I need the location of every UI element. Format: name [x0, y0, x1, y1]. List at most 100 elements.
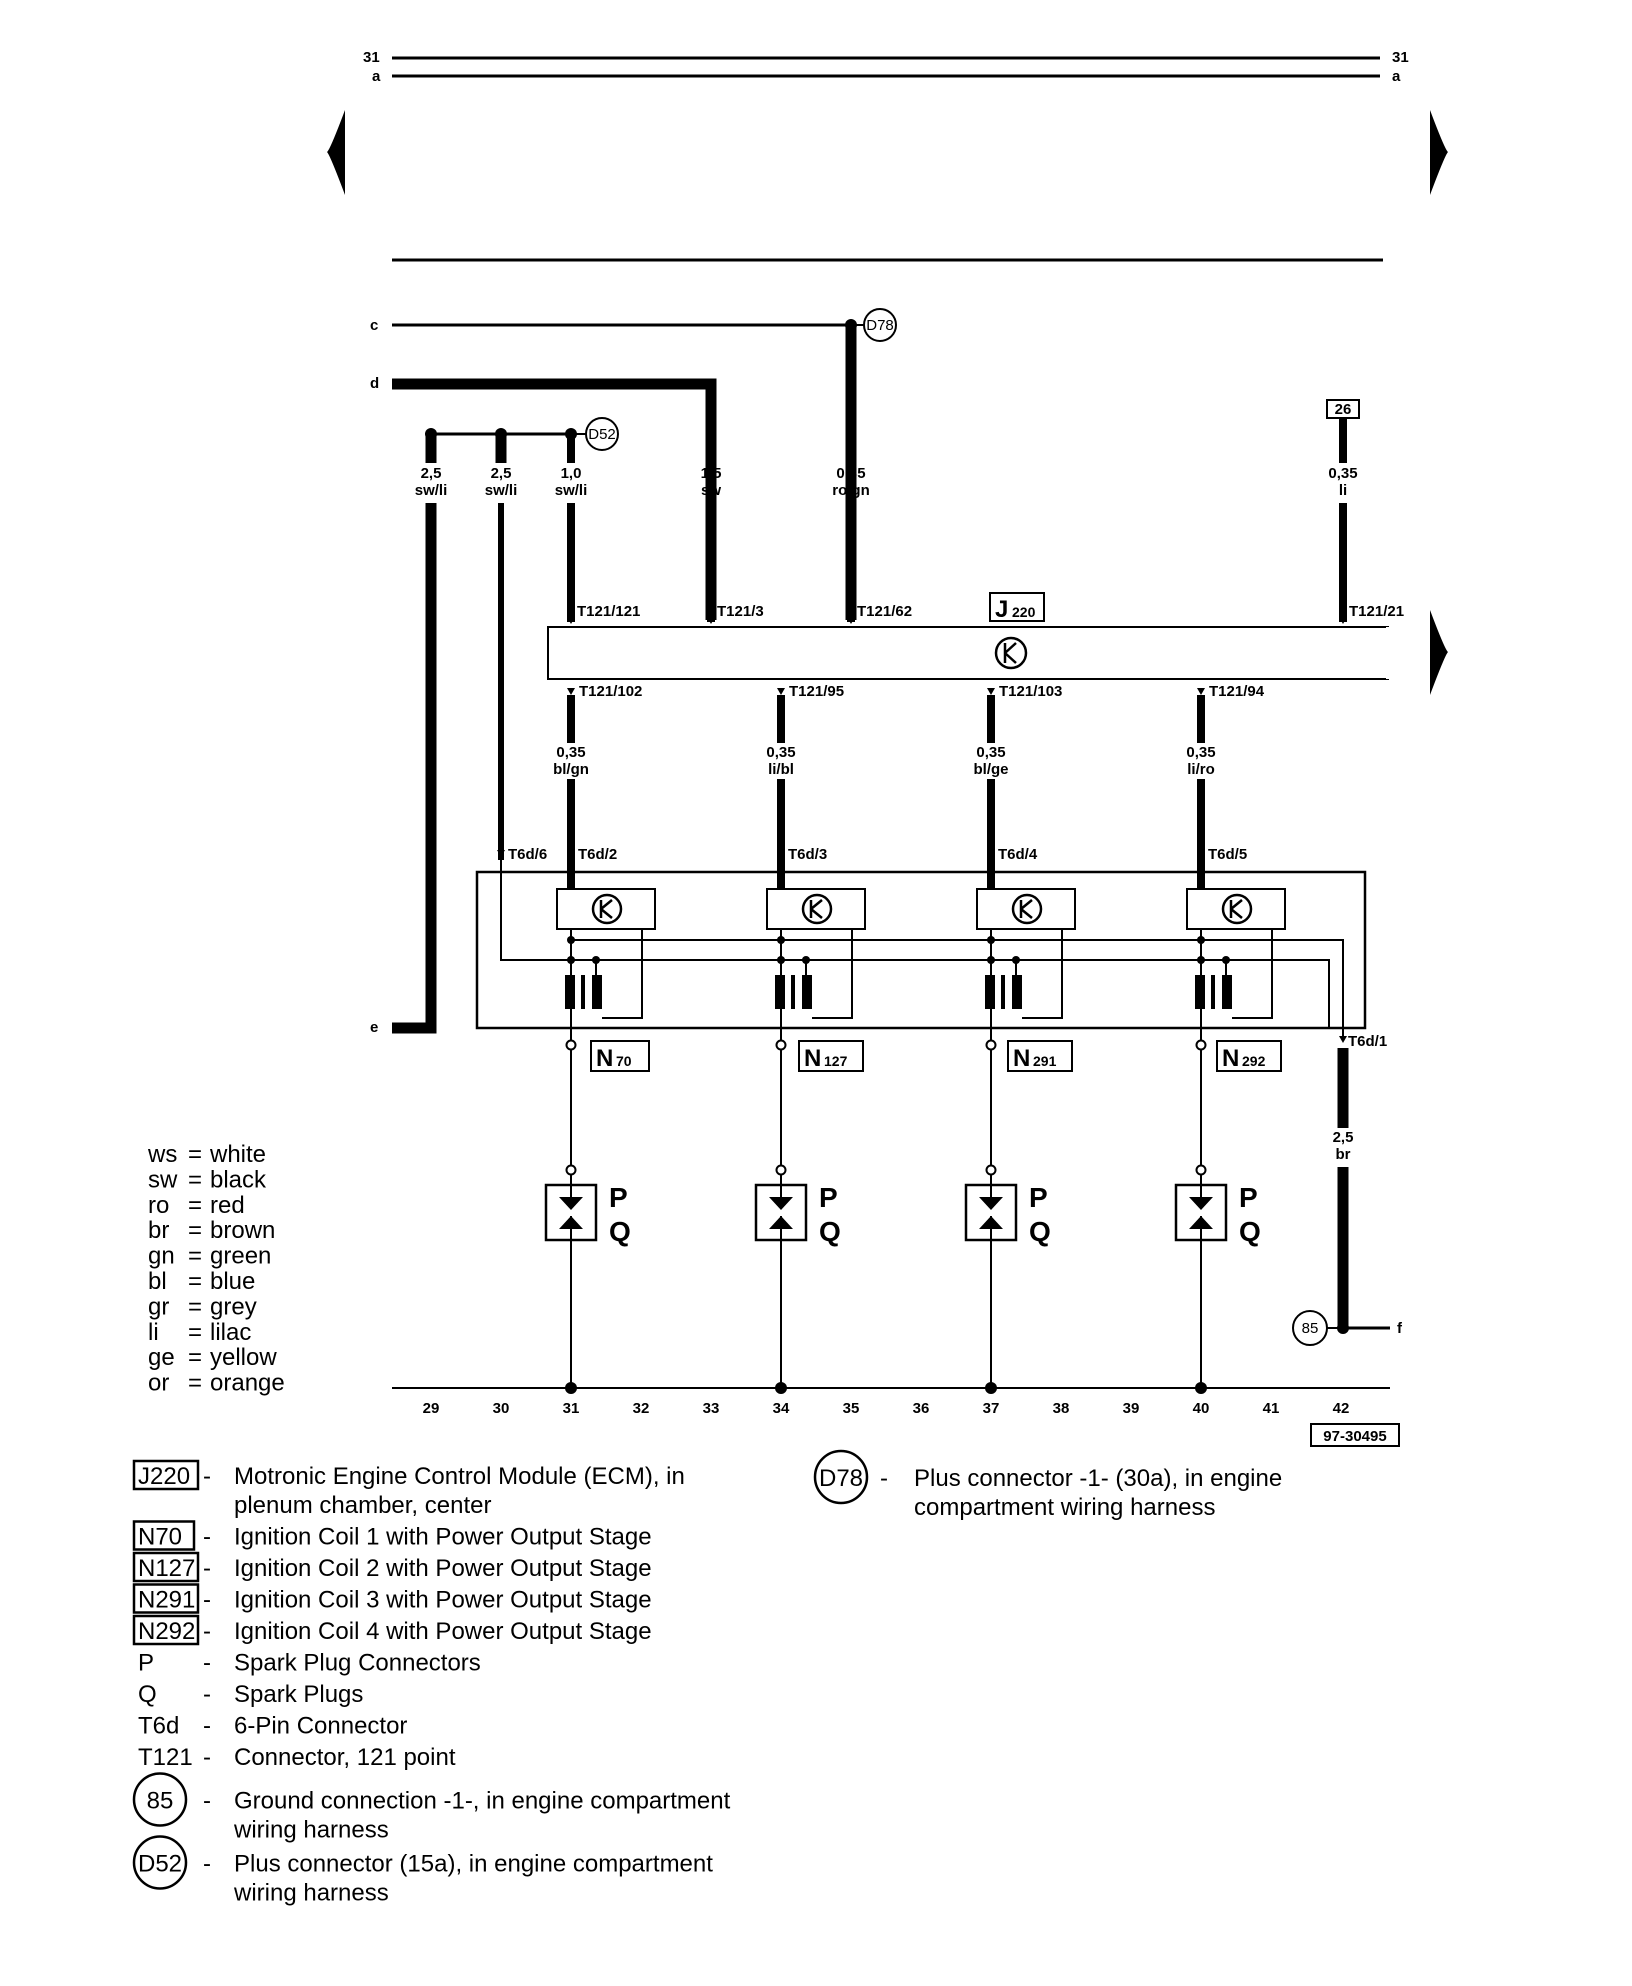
d78-connector-label: D78: [866, 317, 894, 334]
color-code-li: li: [148, 1319, 159, 1346]
legend-desc-D52-0: Plus connector (15a), in engine compartm…: [234, 1851, 713, 1878]
coil-1-label-main: N: [596, 1045, 613, 1072]
legend-sep-T121: -: [203, 1744, 211, 1771]
wire-bl-gn-color: bl/gn: [553, 761, 589, 778]
ecm-label-box: [989, 592, 1045, 622]
legend-code-N127: N127: [138, 1555, 195, 1582]
coil-n291: N 291: [976, 858, 1076, 1072]
legend-desc-Q-0: Spark Plugs: [234, 1681, 363, 1708]
track-29: 29: [423, 1400, 440, 1417]
coil-3-label-sub: 291: [1033, 1053, 1057, 1069]
rail-31-label-left: 31: [363, 49, 380, 66]
ground-wire-gauge: 2,5: [1333, 1129, 1354, 1146]
pin-t121-102: T121/102: [579, 683, 642, 700]
legend-mark-85: [132, 1772, 188, 1827]
track-numbers: 29 30 31 32 33 34 35 36 37 38 39 40 41 4…: [423, 1400, 1350, 1417]
page-next-arrow-icon[interactable]: [1430, 110, 1448, 195]
legend-code-Q: Q: [138, 1681, 157, 1708]
wire-3-gauge: 1,0: [561, 465, 582, 482]
plug-2-q-label: Q: [819, 1216, 841, 1247]
legend-sep-85: -: [203, 1788, 211, 1815]
pin-t121-3: T121/3: [717, 603, 764, 620]
component-legend: J220-Motronic Engine Control Module (ECM…: [132, 1459, 731, 1907]
plug-4-p-label: P: [1239, 1182, 1258, 1213]
color-name-ws: white: [209, 1141, 266, 1168]
coil-4-label-sub: 292: [1242, 1053, 1266, 1069]
legend-desc-N70-0: Ignition Coil 1 with Power Output Stage: [234, 1524, 652, 1551]
coil-n70: N 70: [556, 858, 656, 1072]
color-code-ro: ro: [148, 1192, 169, 1219]
color-code-gr: gr: [148, 1293, 169, 1320]
ref-26-box: 26: [1326, 399, 1360, 463]
color-code-sw: sw: [148, 1166, 178, 1193]
spark-plug-4: P Q: [1174, 1164, 1261, 1247]
legend-sep-D78: -: [880, 1465, 888, 1492]
track-40: 40: [1193, 1400, 1210, 1417]
legend-desc-N127-0: Ignition Coil 2 with Power Output Stage: [234, 1555, 652, 1582]
track-37: 37: [983, 1400, 1000, 1417]
legend-desc-85-0: Ground connection -1-, in engine compart…: [234, 1788, 731, 1815]
legend-code-N70: N70: [138, 1524, 182, 1551]
wire-1-color: sw/li: [415, 482, 448, 499]
t6d-pins: T6d/6 T6d/2 T6d/3 T6d/4 T6d/5 T6d/1: [497, 846, 1387, 1050]
wire-li-ro-gauge: 0,35: [1186, 744, 1215, 761]
legend-sep-Q: -: [203, 1681, 211, 1708]
terminal-e-label: e: [370, 1019, 378, 1036]
pin-t6d-3: T6d/3: [788, 846, 827, 863]
ecm-bottom-pins: T121/102 T121/95 T121/103 T121/94: [567, 683, 1265, 858]
track-30: 30: [493, 1400, 510, 1417]
terminal-d-label: d: [370, 375, 379, 392]
coil-4-label-main: N: [1222, 1045, 1239, 1072]
plug-2-p-label: P: [819, 1182, 838, 1213]
legend-code-T6d: T6d: [138, 1713, 179, 1740]
legend-code-D52: D52: [138, 1851, 182, 1878]
color-code-ge: ge: [148, 1344, 175, 1371]
legend-desc-D78-1: compartment wiring harness: [914, 1494, 1215, 1521]
legend-sep-J220: -: [203, 1463, 211, 1490]
ecm-j220: J 220: [547, 592, 1390, 680]
spark-plug-3: P Q: [964, 1164, 1051, 1247]
terminal-f-label: f: [1397, 1320, 1403, 1337]
color-name-gn: green: [210, 1243, 271, 1270]
rail-31: 31 31: [363, 49, 1409, 66]
page-prev-arrow-icon[interactable]: [327, 110, 345, 195]
legend-desc-P-0: Spark Plug Connectors: [234, 1650, 481, 1677]
plug-3-p-label: P: [1029, 1182, 1048, 1213]
legend-code-P: P: [138, 1650, 154, 1677]
legend-desc-J220-0: Motronic Engine Control Module (ECM), in: [234, 1463, 685, 1490]
color-code-bl: bl: [148, 1268, 167, 1295]
pin-t6d-4: T6d/4: [998, 846, 1038, 863]
coil-3-label-main: N: [1013, 1045, 1030, 1072]
coil-2-label-sub: 127: [824, 1053, 848, 1069]
legend-sep-N127: -: [203, 1555, 211, 1582]
wire-li-bl-gauge: 0,35: [766, 744, 795, 761]
legend-desc-J220-1: plenum chamber, center: [234, 1492, 491, 1519]
wire-2-gauge: 2,5: [491, 465, 512, 482]
legend-desc-D78-0: Plus connector -1- (30a), in engine: [914, 1465, 1282, 1492]
track-41: 41: [1263, 1400, 1280, 1417]
coil-2-label-main: N: [804, 1045, 821, 1072]
coil-n292: N 292: [1186, 858, 1286, 1072]
legend-sep-N291: -: [203, 1587, 211, 1614]
pin-t6d-2: T6d/2: [578, 846, 617, 863]
wire-4-gauge: 1,5: [701, 465, 722, 482]
legend-code-N292: N292: [138, 1618, 195, 1645]
color-name-br: brown: [210, 1217, 275, 1244]
legend-code-J220: J220: [138, 1463, 190, 1490]
ref-26-label: 26: [1335, 401, 1352, 418]
wire-5-gauge: 0,35: [836, 465, 865, 482]
track-36: 36: [913, 1400, 930, 1417]
ground-wire-color: br: [1336, 1146, 1351, 1163]
rail-a-label-left: a: [372, 68, 381, 85]
color-name-gr: grey: [210, 1293, 257, 1320]
pin-t121-121: T121/121: [577, 603, 640, 620]
plug-4-q-label: Q: [1239, 1216, 1261, 1247]
legend-code-T121: T121: [138, 1744, 193, 1771]
spark-plug-circuits: [570, 1050, 1202, 1388]
color-equals-li: =: [188, 1319, 202, 1346]
legend-desc-N291-0: Ignition Coil 3 with Power Output Stage: [234, 1587, 652, 1614]
pin-t6d-1: T6d/1: [1348, 1033, 1387, 1050]
coil-4-transistor-icon: [1221, 893, 1253, 925]
legend-code-N291: N291: [138, 1587, 195, 1614]
